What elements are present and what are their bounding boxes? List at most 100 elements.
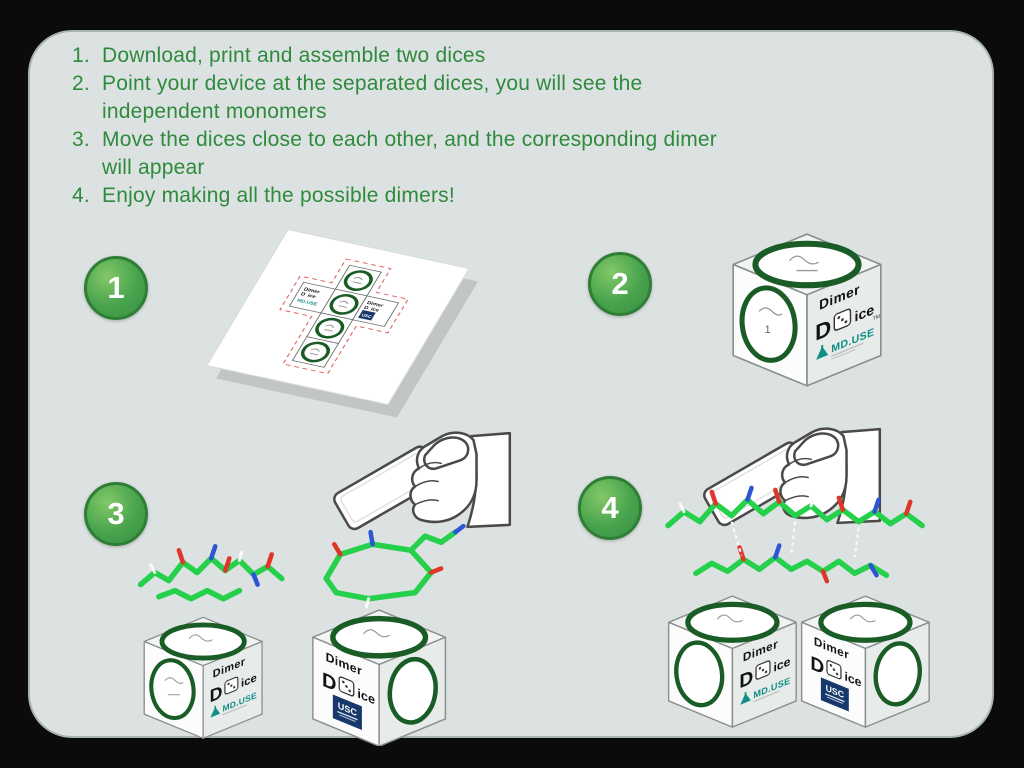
die-glyph-dot [348, 689, 351, 693]
die-mduse: Dimer D ice MD.USE [143, 616, 263, 739]
usc-tagline-line [339, 714, 356, 723]
net-face-glyph [352, 277, 363, 284]
die-top-ring [752, 240, 862, 289]
monomer-b-molecule [323, 523, 466, 609]
instruction-item-3: 3. Move the dices close to each other, a… [72, 126, 772, 182]
assembled-die-illustration: 1 Dimer D ice TM MD.USE [732, 233, 882, 387]
molecule-ring [323, 541, 434, 602]
die-glyph-dot [227, 682, 230, 686]
oxygen-atom [331, 541, 343, 557]
phone [333, 445, 442, 531]
net-logo-text: Dice [299, 292, 316, 300]
die-left-ring [674, 640, 725, 708]
die-glyph-dot [832, 668, 836, 671]
net-face-glyph [309, 348, 320, 356]
die-glyph-dot [764, 670, 768, 674]
die-glyph-dot [342, 680, 345, 684]
dimer-dice-scene: Dimer D ice MD.USE Dimer D [665, 485, 930, 728]
hydrogen-atom [678, 502, 686, 514]
hydrogen-bond [790, 521, 797, 556]
brand-ice-text: ice [773, 653, 790, 674]
nitrogen-atom [208, 544, 218, 561]
flask-icon [816, 344, 829, 360]
net-face-ring [315, 317, 345, 339]
brand-d-text: D [739, 666, 753, 693]
net-logo-text: MD.USE [296, 298, 319, 307]
mduse-tagline-line [753, 690, 780, 703]
die-top-glyph [188, 634, 213, 642]
mduse-tagline-line [831, 348, 856, 361]
nitrogen-atom [251, 572, 260, 587]
molecule-chain [408, 529, 459, 554]
net-face-ring [329, 294, 359, 315]
die-left-ring [149, 658, 196, 721]
die-usc: Dimer D ice USC [800, 595, 930, 728]
oxygen-atom [428, 566, 444, 575]
net-logo-mduse: Dimer Dice MD.USE [296, 287, 321, 307]
flask-icon [210, 705, 221, 718]
die-glyph-dot [345, 685, 348, 688]
net-logo-text: Dice [363, 305, 380, 313]
molecule-chain [155, 587, 243, 602]
die-right-ring [873, 641, 922, 707]
usc-logo [358, 309, 376, 321]
step-3-number: 3 [107, 496, 125, 531]
die-glyph-dot [230, 684, 233, 687]
die: 1 Dimer D ice TM MD.USE [732, 233, 882, 387]
die-top-glyph [363, 629, 390, 638]
oxygen-atom [223, 556, 232, 573]
flask-icon [740, 691, 751, 705]
usc-tagline-line [337, 710, 358, 721]
die-glyph-dot [840, 318, 844, 322]
brand-tm-text: TM [873, 314, 880, 323]
hydrogen-atom [365, 597, 371, 609]
nitrogen-atom [368, 529, 375, 547]
molecule-chain [137, 555, 285, 588]
hydrogen-atom [809, 496, 815, 508]
nitrogen-atom [745, 485, 754, 503]
dice-net-illustration: Dimer Dice MD.USE Dimer Dice USC [206, 228, 478, 418]
oxygen-atom [176, 548, 186, 565]
instruction-item-1: 1. Download, print and assemble two dice… [72, 42, 772, 70]
step-1-badge: 1 [84, 256, 148, 320]
instruction-text: Enjoy making all the possible dimers! [102, 183, 455, 207]
die-glyph-dot [844, 320, 848, 324]
oxygen-atom [709, 489, 718, 507]
molecule-chain-top [665, 497, 925, 529]
die-glyph-dot [835, 672, 839, 676]
die-glyph-dot [837, 316, 841, 320]
molecule-chain-bottom [693, 554, 890, 578]
brand-d-text: D [815, 314, 831, 346]
instruction-number: 1. [72, 44, 90, 67]
oxygen-atom [773, 487, 782, 505]
instruction-text: Download, print and assemble two dices [102, 44, 486, 67]
usc-tagline-line [826, 696, 843, 704]
hydrogen-atom [237, 550, 243, 562]
die-left-ring [739, 285, 798, 363]
separated-dice-scene: Dimer D ice MD.USE Dimer D [137, 523, 466, 746]
oxygen-atom [904, 499, 913, 516]
net-face-glyph [338, 300, 349, 308]
die-top-ring [159, 622, 247, 661]
instruction-text: Move the dices close to each other, and … [102, 127, 717, 179]
die-usc: Dimer D ice USC [312, 609, 447, 746]
nitrogen-atom [868, 563, 879, 578]
die-top-glyph [789, 255, 819, 272]
step-4-badge: 4 [578, 476, 642, 540]
mduse-tagline-line [222, 704, 247, 716]
die-top-ring [685, 601, 780, 643]
oxygen-atom [265, 552, 274, 569]
instruction-number: 4. [72, 183, 90, 207]
die-top-ring [330, 615, 429, 659]
instruction-number: 2. [72, 71, 90, 95]
net-logo-text: Dimer [302, 287, 321, 295]
die-mduse: Dimer D ice MD.USE [667, 595, 797, 728]
hydrogen-atom [149, 562, 157, 575]
step-3-badge: 3 [84, 482, 148, 546]
net-face-ring [343, 270, 373, 291]
hand-phone-illustration-step4 [703, 427, 882, 527]
instruction-list: 1. Download, print and assemble two dice… [72, 42, 772, 210]
dice-net: Dimer Dice MD.USE Dimer Dice USC [279, 258, 409, 375]
brand-d-text: D [810, 652, 824, 679]
usc-tagline-line [825, 693, 845, 703]
